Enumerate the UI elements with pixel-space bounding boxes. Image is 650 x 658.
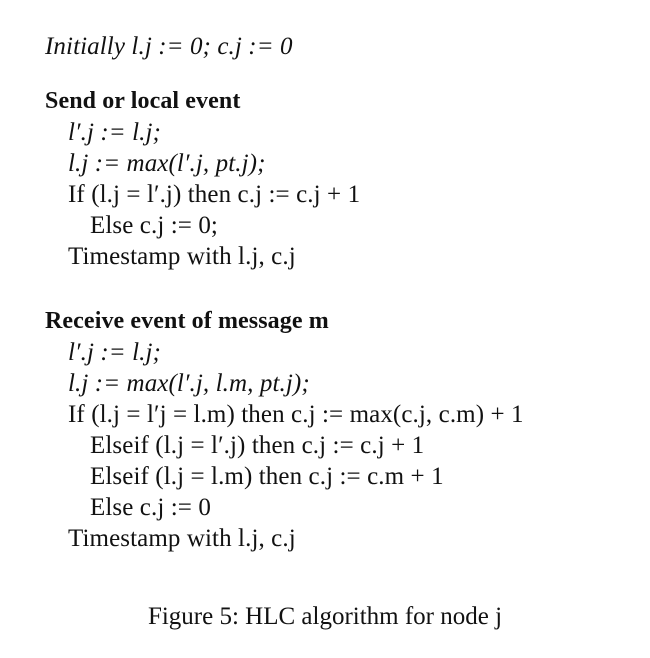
send-line-3: If (l.j = l′.j) then c.j := c.j + 1 xyxy=(68,181,361,208)
figure-caption: Figure 5: HLC algorithm for node j xyxy=(147,603,503,630)
receive-line-4: Elseif (l.j = l′.j) then c.j := c.j + 1 xyxy=(90,432,425,459)
receive-line-1: l′.j := l.j; xyxy=(68,339,161,366)
send-event-heading: Send or local event xyxy=(45,88,241,114)
receive-line-2: l.j := max(l′.j, l.m, pt.j); xyxy=(68,370,310,397)
send-line-2: l.j := max(l′.j, pt.j); xyxy=(68,150,266,177)
send-line-1: l′.j := l.j; xyxy=(68,119,161,146)
receive-line-3: If (l.j = l′j = l.m) then c.j := max(c.j… xyxy=(68,401,524,428)
initially-keyword: Initially xyxy=(45,33,126,60)
receive-line-7: Timestamp with l.j, c.j xyxy=(68,525,296,552)
receive-event-heading: Receive event of message m xyxy=(45,308,329,334)
initialization-expression: l.j := 0; c.j := 0 xyxy=(131,33,293,60)
receive-line-5: Elseif (l.j = l.m) then c.j := c.m + 1 xyxy=(90,463,444,490)
send-line-5: Timestamp with l.j, c.j xyxy=(68,243,296,270)
receive-line-6: Else c.j := 0 xyxy=(90,494,211,521)
initialization-line: Initially l.j := 0; c.j := 0 xyxy=(45,32,293,62)
send-line-4: Else c.j := 0; xyxy=(90,212,218,239)
